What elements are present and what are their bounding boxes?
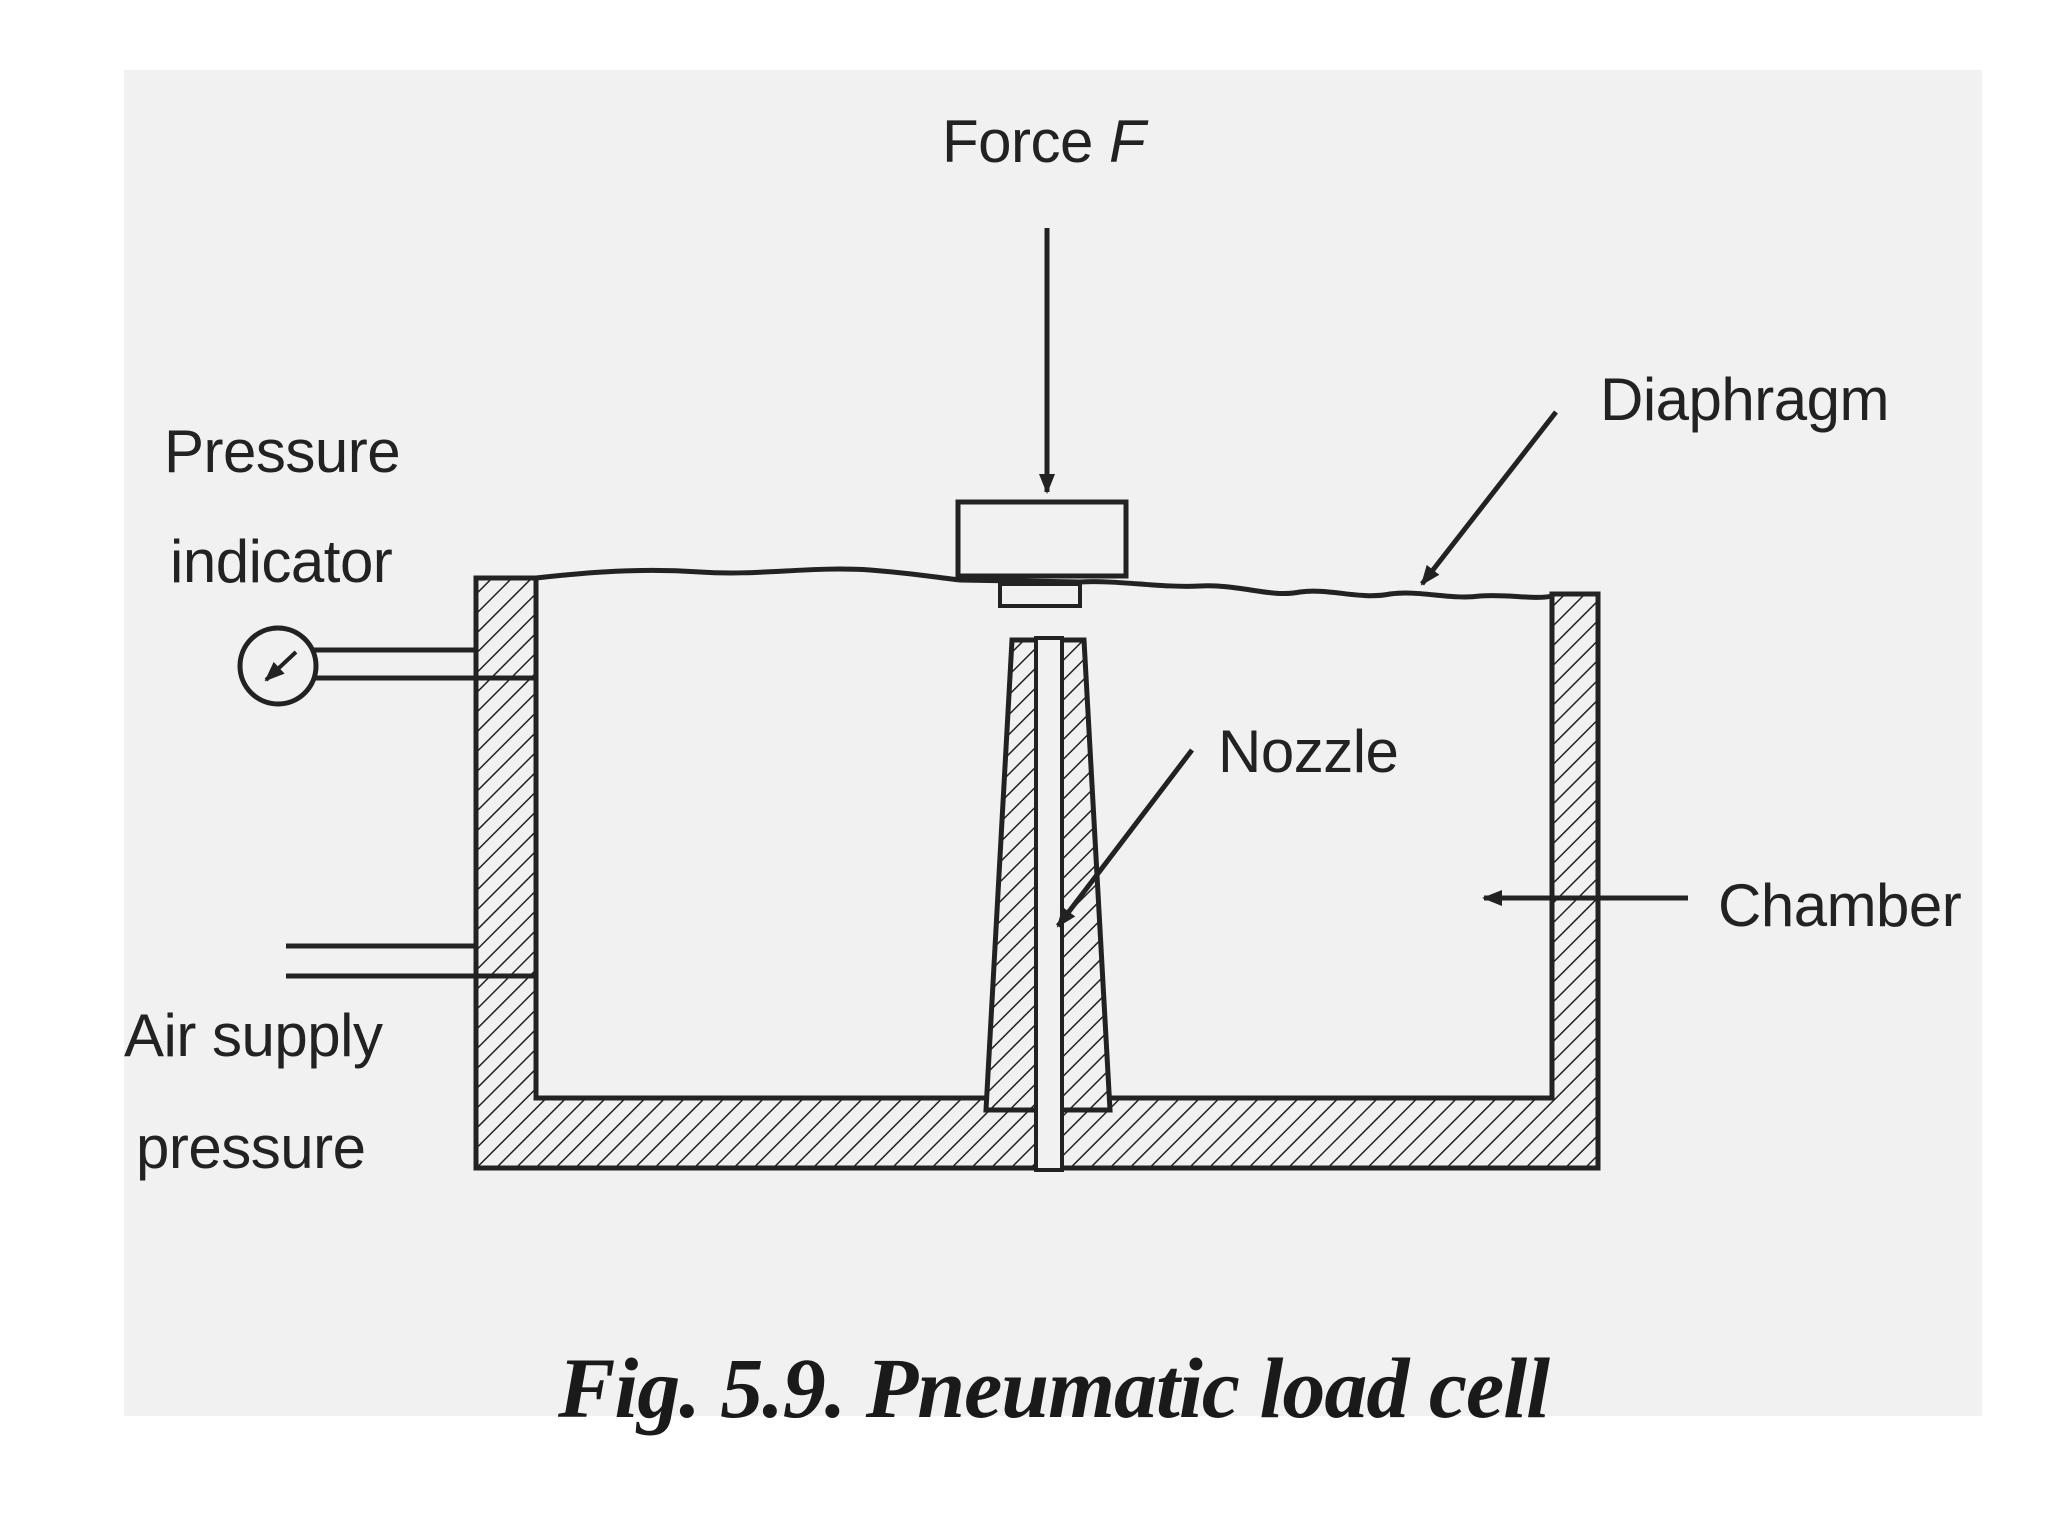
air-supply-label-line2: pressure	[136, 1114, 366, 1181]
pressure-indicator-label-line1: Pressure	[164, 418, 401, 485]
diaphragm-leader-arrow	[1420, 410, 1558, 586]
pressure-indicator-label-line2: indicator	[170, 528, 393, 595]
nozzle-bore	[1034, 636, 1064, 1172]
nozzle-leader-arrow	[1056, 748, 1194, 928]
figure-caption: Fig. 5.9. Pneumatic load cell	[558, 1340, 1550, 1436]
force-symbol: F	[1109, 108, 1146, 175]
force-label: Force F	[942, 112, 1146, 172]
nozzle-seat	[998, 582, 1082, 608]
load-block	[955, 499, 1129, 579]
pressure-gauge-dial	[237, 625, 319, 707]
diaphragm-label: Diaphragm	[1600, 366, 1889, 433]
nozzle-label: Nozzle	[1218, 718, 1399, 785]
diaphragm	[535, 566, 1553, 600]
force-label-text: Force	[942, 108, 1093, 175]
chamber-label: Chamber	[1718, 872, 1962, 939]
pressure-gauge-needle	[264, 650, 298, 682]
chamber-wall	[473, 575, 1601, 1171]
air-supply-label-line1: Air supply	[124, 1002, 383, 1069]
